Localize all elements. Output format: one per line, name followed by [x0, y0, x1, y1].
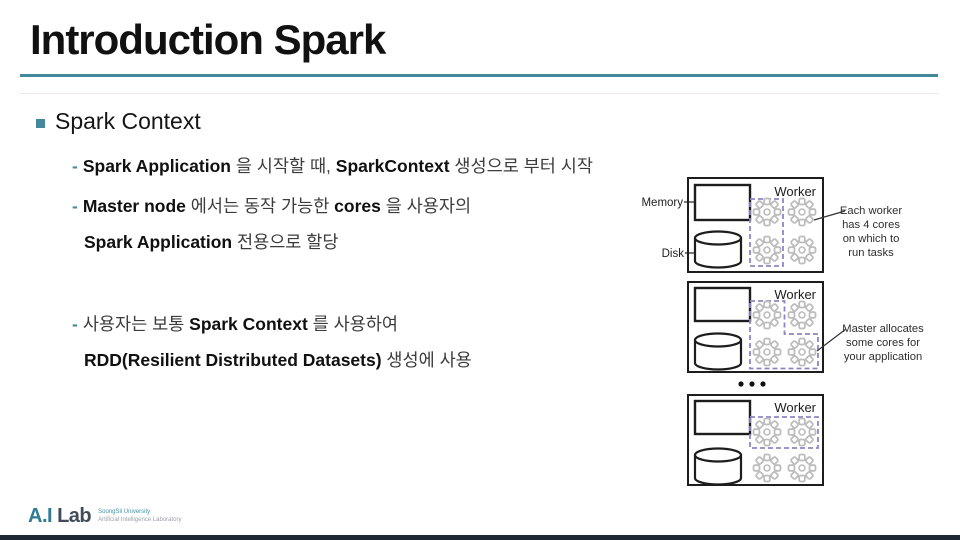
core-gear-icon — [752, 417, 782, 447]
allocated-cores-outline — [749, 300, 819, 370]
bullet-text: Spark Application — [84, 232, 233, 252]
disk-label: Disk — [662, 248, 685, 260]
bullet-text: 를 사용하여 — [307, 314, 399, 334]
bullet-text: RDD(Resilient Distributed Datasets) — [84, 350, 382, 370]
bullet-text: 전용으로 할당 — [232, 232, 339, 252]
core-gear-icon — [787, 235, 817, 265]
memory-label: Memory — [641, 197, 683, 209]
disk-cylinder-icon — [693, 332, 743, 371]
bullet-line-1: -Spark Application 을 시작할 때, SparkContext… — [72, 155, 593, 177]
bullet-dash: - — [72, 156, 78, 176]
annotation-text: Master allocates — [842, 323, 924, 335]
worker-label: Worker — [774, 184, 816, 199]
leader-line — [816, 328, 847, 352]
bullet-text: 생성으로 부터 시작 — [449, 156, 593, 176]
worker-box — [687, 394, 824, 486]
worker-label: Worker — [774, 287, 816, 302]
annotation-text: your application — [844, 351, 922, 363]
logo-lab-text: Lab — [57, 505, 92, 527]
annotation-each-worker: Each worker has 4 cores on which to run … — [813, 205, 902, 259]
bullet-text: Spark Context — [189, 314, 308, 334]
bullet-dash: - — [72, 196, 78, 216]
section-title: Spark Context — [55, 108, 201, 134]
footer-bar — [0, 535, 960, 540]
worker-node-1: Worker Memory Disk — [641, 177, 824, 273]
ai-lab-logo: A.I Lab SoongSil University Artificial I… — [28, 505, 182, 528]
logo-laboratory-text: Artificial Intelligence Laboratory — [98, 517, 182, 523]
worker-label: Worker — [774, 400, 816, 415]
section-header: Spark Context — [36, 108, 201, 135]
bullet-line-3: -사용자는 보통 Spark Context 를 사용하여 — [72, 313, 398, 335]
logo-subtitle: SoongSil University Artificial Intellige… — [98, 508, 181, 524]
core-gear-icon — [787, 417, 817, 447]
annotation-text: run tasks — [848, 247, 894, 259]
page-title: Introduction Spark — [30, 16, 386, 63]
memory-box — [693, 286, 752, 323]
bullet-text: SparkContext — [335, 156, 450, 176]
title-underline — [20, 74, 938, 77]
core-gear-icon — [787, 453, 817, 483]
bullet-text: 을 시작할 때, — [230, 156, 336, 176]
bullet-line-2-cont: Spark Application 전용으로 할당 — [84, 231, 338, 253]
annotation-text: on which to — [843, 233, 900, 245]
core-gear-icon — [752, 337, 782, 367]
bullet-text: cores — [334, 196, 381, 216]
bullet-dash: - — [72, 314, 78, 334]
core-gear-icon — [752, 235, 782, 265]
annotation-master-allocates: Master allocates some cores for your app… — [816, 323, 924, 363]
annotation-text: some cores for — [846, 337, 920, 349]
allocated-cores-outline — [749, 416, 819, 449]
logo-ai-text: A.I — [28, 505, 53, 527]
allocated-cores-outline — [749, 198, 784, 267]
core-gear-icon — [787, 300, 817, 330]
bullet-line-2: -Master node 에서는 동작 가능한 cores 을 사용자의 — [72, 195, 471, 217]
worker-box — [687, 177, 824, 273]
core-gear-icon — [752, 197, 782, 227]
bullet-text: 생성에 사용 — [381, 350, 472, 370]
bullet-text: Master node — [82, 196, 186, 216]
core-gear-icon — [787, 197, 817, 227]
bullet-text: 을 사용자의 — [380, 196, 472, 216]
title-underline-shadow — [20, 93, 938, 94]
worker-node-2: Worker — [687, 281, 824, 373]
disk-cylinder-icon — [693, 230, 743, 269]
bullet-text: Spark Application — [82, 156, 231, 176]
core-gear-icon — [752, 300, 782, 330]
bullet-line-3-cont: RDD(Resilient Distributed Datasets) 생성에 … — [84, 349, 472, 371]
square-bullet-icon — [36, 118, 45, 128]
bullet-text: 에서는 동작 가능한 — [185, 196, 335, 216]
bullet-text: 사용자는 보통 — [82, 314, 190, 334]
disk-cylinder-icon — [693, 447, 743, 486]
worker-node-3: Worker — [687, 394, 824, 486]
core-gear-icon — [752, 453, 782, 483]
ellipsis-dots — [738, 381, 766, 387]
annotation-text: Each worker — [840, 205, 902, 217]
worker-box — [687, 281, 824, 373]
leader-line — [813, 210, 846, 221]
core-gear-icon — [787, 337, 817, 367]
memory-box — [693, 399, 752, 436]
logo-university-text: SoongSil University — [98, 509, 151, 515]
annotation-text: has 4 cores — [842, 219, 900, 231]
memory-box — [693, 183, 752, 222]
